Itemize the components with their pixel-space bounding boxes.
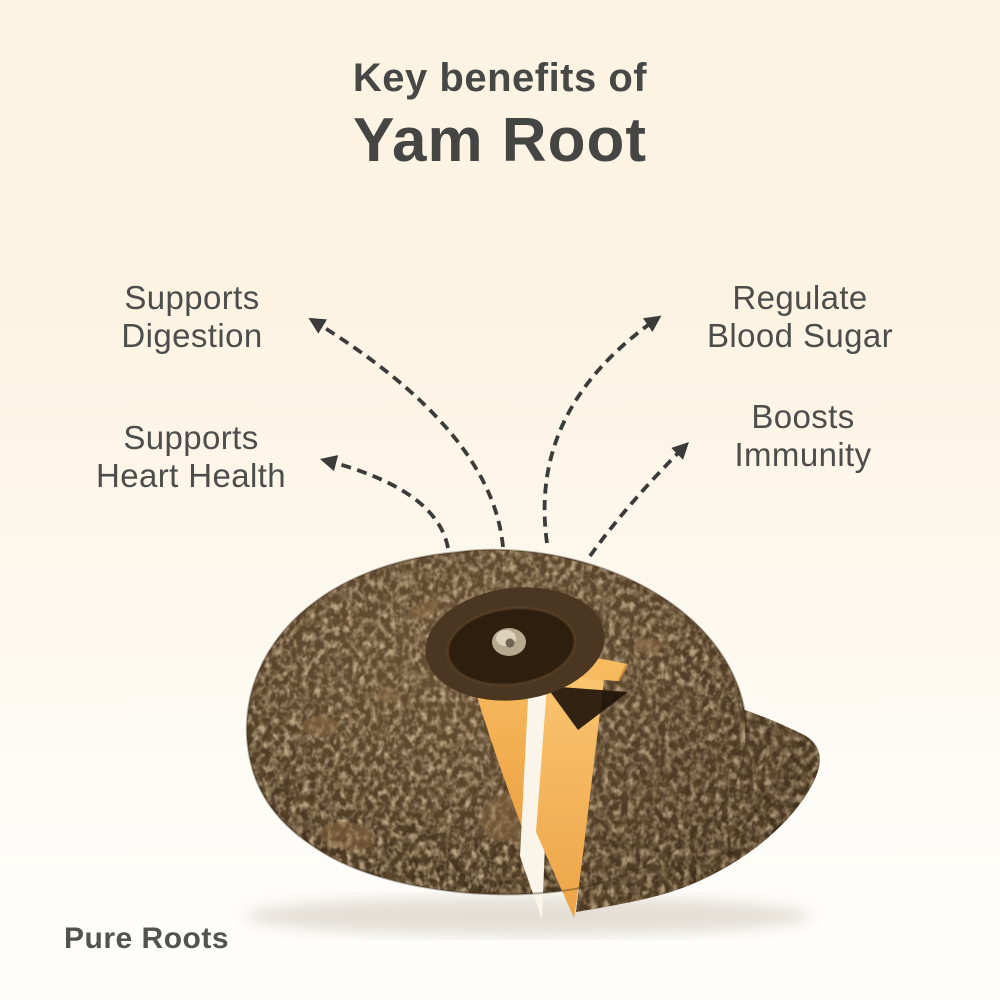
yam-wedge-face: [536, 672, 610, 918]
benefit-line: Supports: [124, 279, 260, 316]
benefit-line: Regulate: [732, 279, 868, 316]
benefit-line: Immunity: [734, 436, 872, 473]
page-title: Key benefits of Yam Root: [0, 0, 1000, 176]
benefit-label-supports-digestion: Supports Digestion: [121, 279, 262, 355]
benefit-line: Heart Health: [95, 457, 287, 494]
title-product: Yam Root: [353, 106, 647, 175]
cut-gap: [520, 660, 552, 920]
arrow-regulate-blood-sugar: [542, 315, 662, 544]
arrow-boosts-immunity: [588, 442, 689, 558]
benefit-label-supports-heart-health: Supports Heart Health: [96, 419, 286, 495]
benefit-line: Supports: [123, 419, 259, 456]
benefit-line: Digestion: [121, 317, 263, 354]
arrow-supports-digestion: [308, 317, 505, 548]
cut-notch: [546, 686, 628, 730]
benefit-label-regulate-blood-sugar: Regulate Blood Sugar: [707, 279, 893, 355]
arrow-supports-heart-health: [319, 455, 450, 549]
yam-sprout: [492, 628, 526, 656]
benefit-line: Boosts: [751, 398, 855, 435]
brand-logo-text: Pure Roots: [64, 922, 230, 955]
title-kicker: Key benefits of: [352, 56, 648, 100]
yam-root-image: [245, 548, 820, 936]
yam-shadow: [246, 896, 810, 936]
benefit-label-boosts-immunity: Boosts Immunity: [734, 398, 871, 474]
benefit-line: Blood Sugar: [706, 317, 894, 354]
